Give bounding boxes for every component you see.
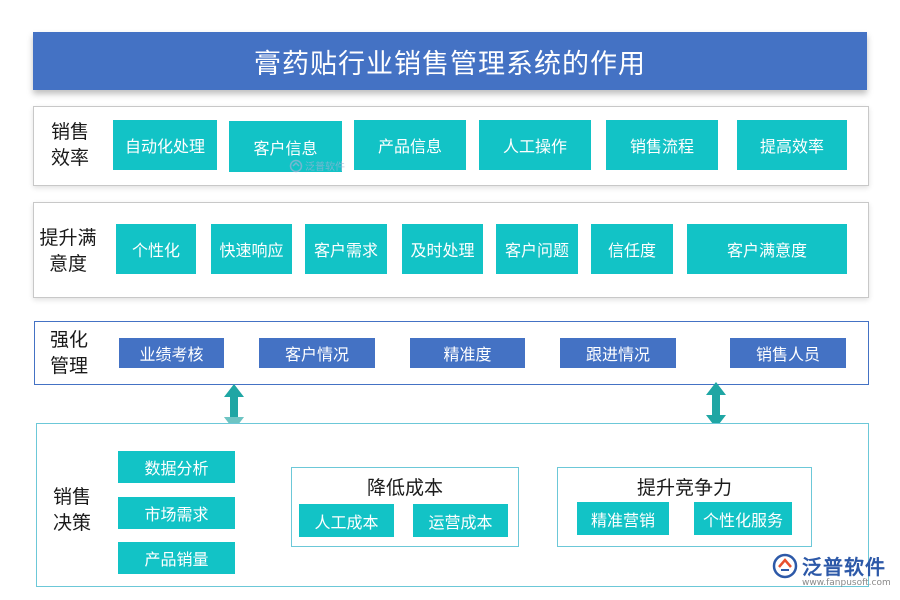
item-customer-satisfaction: 客户满意度	[687, 224, 847, 274]
sales-efficiency-label: 销售 效率	[50, 121, 89, 169]
item-personalized-service: 个性化服务	[694, 502, 792, 535]
item-operating-cost: 运营成本	[413, 504, 508, 537]
page-title: 膏药贴行业销售管理系统的作用	[33, 32, 867, 90]
item-sales-staff: 销售人员	[730, 338, 846, 368]
item-market-demand: 市场需求	[118, 497, 235, 529]
item-improve-efficiency: 提高效率	[737, 120, 847, 170]
item-customer-demand: 客户需求	[305, 224, 387, 274]
brand-logo: 泛普软件 www.fanpusoft.com	[772, 551, 891, 588]
item-timely-handling: 及时处理	[402, 224, 483, 274]
item-labor-cost: 人工成本	[299, 504, 394, 537]
item-quick-response: 快速响应	[211, 224, 292, 274]
item-accuracy: 精准度	[410, 338, 525, 368]
item-customer-issues: 客户问题	[496, 224, 578, 274]
item-trust: 信任度	[591, 224, 673, 274]
logo-url: www.fanpusoft.com	[802, 578, 891, 588]
fanpu-logo-icon	[772, 553, 798, 578]
management-label: 强化 管理	[49, 329, 88, 377]
item-customer-status: 客户情况	[259, 338, 375, 368]
decision-label: 销售 决策	[52, 486, 91, 534]
competitiveness-title: 提升竞争力	[636, 477, 732, 499]
watermark: 泛普软件	[289, 158, 345, 173]
watermark-logo-icon	[289, 159, 303, 172]
satisfaction-label: 提升满 意度	[39, 227, 97, 275]
item-data-analysis: 数据分析	[118, 451, 235, 483]
item-product-sales: 产品销量	[118, 542, 235, 574]
item-follow-up: 跟进情况	[560, 338, 676, 368]
item-sales-process: 销售流程	[606, 120, 718, 170]
item-product-info: 产品信息	[354, 120, 466, 170]
item-automation: 自动化处理	[113, 120, 217, 170]
double-arrow-icon	[706, 382, 726, 428]
reduce-cost-title: 降低成本	[366, 477, 443, 499]
item-performance-review: 业绩考核	[119, 338, 224, 368]
item-customer-info: 客户信息	[229, 121, 342, 172]
item-personalization: 个性化	[116, 224, 196, 274]
item-manual-operation: 人工操作	[479, 120, 591, 170]
logo-name: 泛普软件	[802, 555, 886, 579]
item-precision-marketing: 精准营销	[577, 502, 669, 535]
